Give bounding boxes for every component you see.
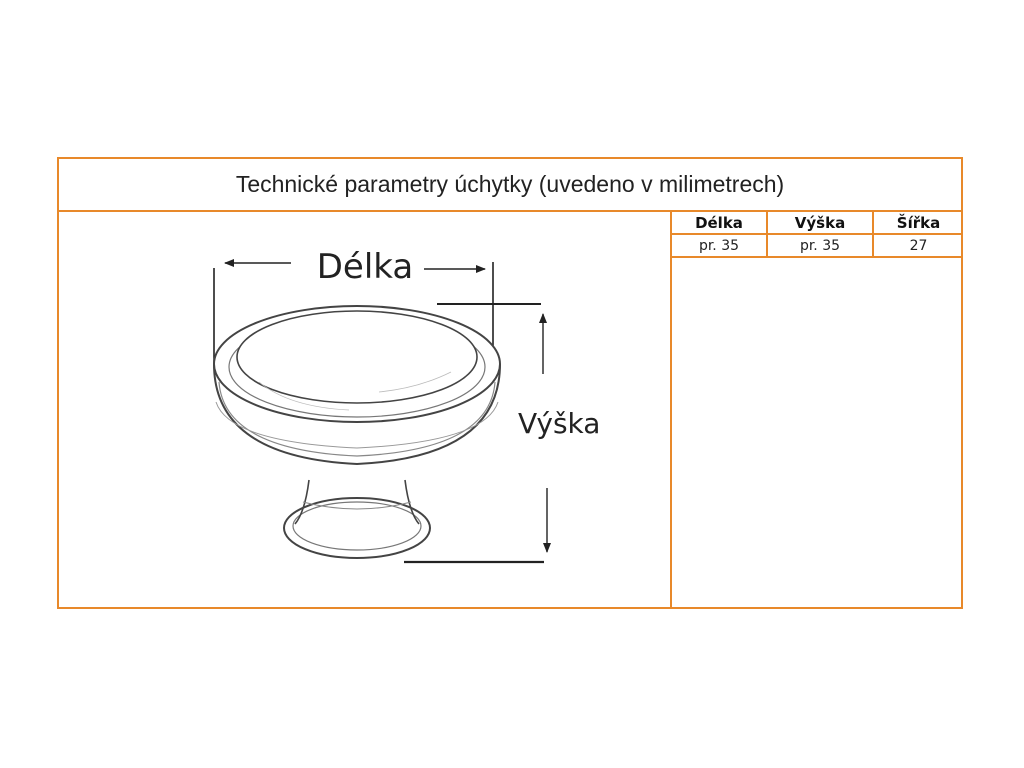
height-label: Výška [518, 407, 600, 440]
spec-table: Délka Výška Šířka pr. 35 pr. 35 27 [672, 212, 963, 258]
knob-drawing: Délka Výška [213, 247, 600, 564]
spec-area: Délka Výška Šířka pr. 35 pr. 35 27 [672, 212, 963, 609]
value-width: 27 [872, 233, 963, 258]
page-title: Technické parametry úchytky (uvedeno v m… [235, 171, 785, 197]
header-height: Výška [766, 212, 874, 235]
value-height: pr. 35 [766, 233, 874, 258]
value-length: pr. 35 [672, 233, 768, 258]
length-label: Délka [317, 247, 413, 287]
table-row: pr. 35 pr. 35 27 [672, 233, 963, 258]
cabinet-knob-icon [213, 305, 501, 559]
header-length: Délka [672, 212, 768, 235]
spec-frame: Technické parametry úchytky (uvedeno v m… [57, 157, 963, 609]
title-row: Technické parametry úchytky (uvedeno v m… [59, 159, 961, 212]
header-width: Šířka [872, 212, 963, 235]
table-header-row: Délka Výška Šířka [672, 212, 963, 235]
drawing-area: Délka Výška [59, 212, 672, 609]
